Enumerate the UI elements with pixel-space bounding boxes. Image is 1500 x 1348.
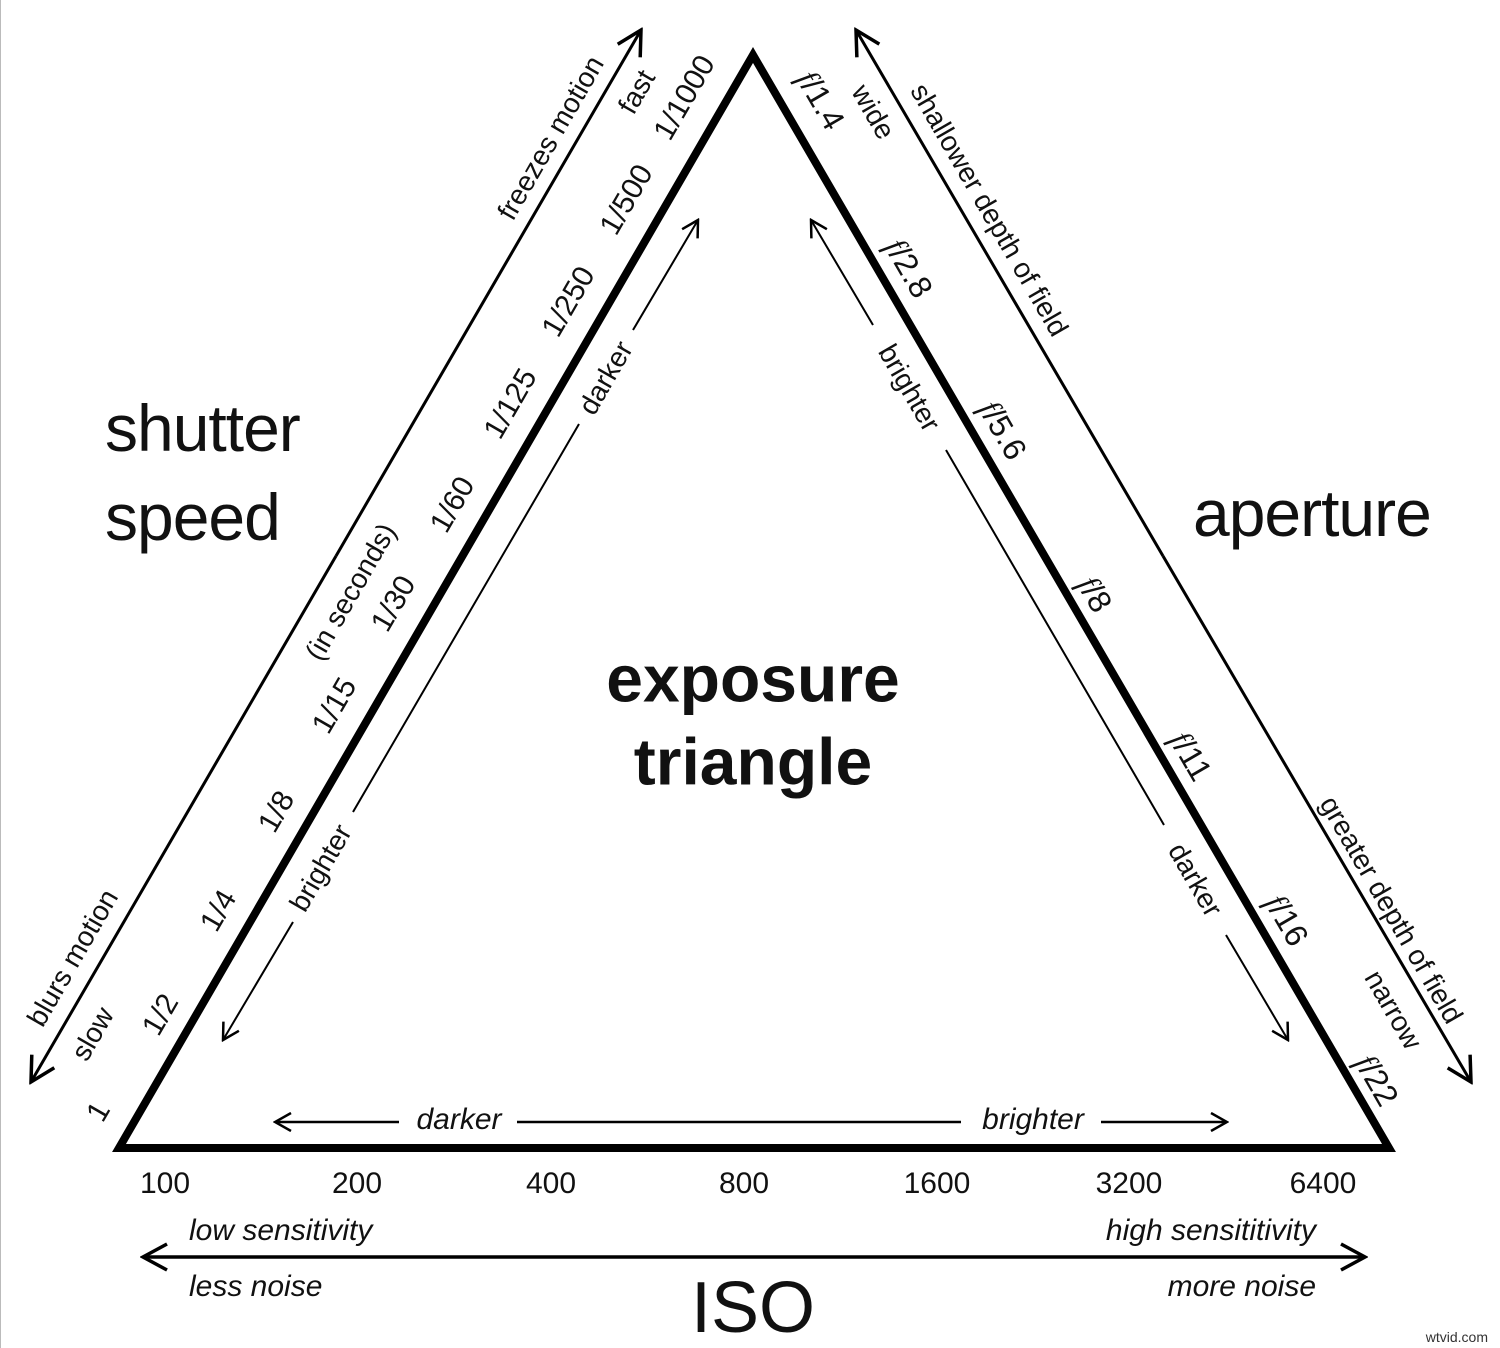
iso-value: 6400 [1289,1167,1357,1200]
shutter-inner-arrow-up [632,220,698,331]
high-sensitivity-label: high sensititivity [1105,1214,1316,1247]
iso-value: 800 [718,1167,770,1200]
shutter-label-line-1: shutter [105,391,301,465]
iso-value: 200 [331,1167,383,1200]
iso-value: 400 [525,1167,577,1200]
shutter-speed-label: shutter speed [105,384,301,562]
shutter-outer-arrow-up [334,30,641,557]
title-line-2: triangle [633,724,873,798]
title-line-1: exposure [606,641,900,716]
iso-darker-label: darker [416,1103,502,1136]
aperture-inner-arrow-mid [945,449,1165,826]
shutter-inner-arrow-down [223,921,294,1040]
aperture-inner-arrow-down [1225,934,1288,1040]
iso-value: 100 [139,1167,191,1200]
less-noise-label: less noise [189,1270,323,1303]
shutter-label-line-2: speed [105,480,281,555]
low-sensitivity-label: low sensitivity [189,1214,373,1247]
iso-label: ISO [690,1268,816,1348]
iso-value: 1600 [903,1167,971,1200]
aperture-outer-arrow-up [856,30,1165,557]
aperture-outer-arrow-down [1161,555,1471,1082]
iso-brighter-label: brighter [982,1103,1084,1136]
shutter-inner-arrow-mid [352,423,580,813]
watermark: wtvid.com [1425,1329,1488,1345]
shutter-outer-arrow-down [31,555,338,1082]
iso-value: 3200 [1095,1167,1163,1200]
aperture-label: aperture [1193,476,1432,550]
triangle-outline [112,47,1396,1152]
more-noise-label: more noise [1167,1270,1316,1303]
diagram-title: exposure triangle [606,638,899,803]
aperture-inner-arrow-up [811,220,874,326]
